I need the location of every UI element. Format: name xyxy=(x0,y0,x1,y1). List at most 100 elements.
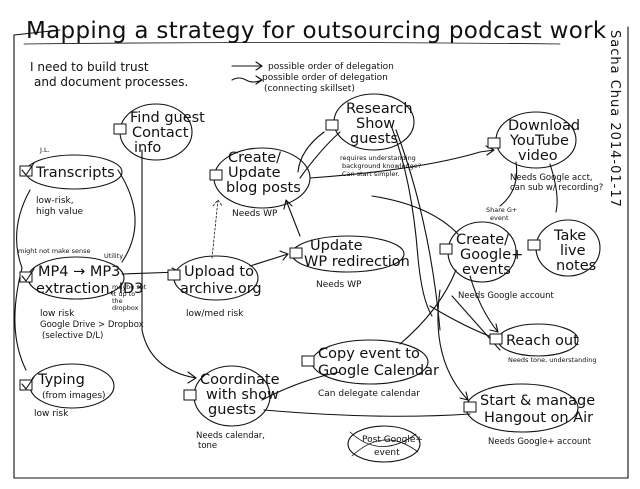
node-typing-label: Typing xyxy=(37,372,85,388)
node-take-notes-label-3: notes xyxy=(556,258,596,274)
node-typing-note: low risk xyxy=(34,409,69,419)
node-create-events-label-1: Create/ xyxy=(456,232,509,248)
node-download-note-2: can sub w/ recording? xyxy=(510,183,603,193)
arrow-transcripts-right xyxy=(117,169,136,263)
arrow-transcripts-mp4 xyxy=(16,189,31,269)
node-coordinate-label-2: with show xyxy=(206,387,279,403)
node-download-note-1: Needs Google acct, xyxy=(510,173,593,183)
node-transcripts-note-1: low-risk, xyxy=(36,196,74,206)
node-coordinate-label-3: guests xyxy=(208,402,256,418)
node-take-notes: Take live notes xyxy=(527,219,601,277)
node-copy-event-note: Can delegate calendar xyxy=(318,389,420,399)
node-copy-event: Copy event to Google Calendar Can delega… xyxy=(301,339,439,399)
node-upload-note: low/med risk xyxy=(186,309,244,319)
legend-wavy-sublabel: (connecting skillset) xyxy=(264,84,355,94)
arrow-upload-blog xyxy=(211,199,223,259)
node-find-guest-label-1: Find guest xyxy=(130,110,205,126)
arrow-download-events xyxy=(499,161,518,207)
arrow-blog-research xyxy=(299,131,341,179)
node-start-hangout-label-1: Start & manage xyxy=(480,393,595,409)
node-upload-label-2: archive.org xyxy=(180,281,262,297)
node-upload-checkbox xyxy=(167,269,181,281)
arrow-events-hangout xyxy=(437,289,469,401)
arrow-research-down xyxy=(391,127,433,317)
node-start-hangout-checkbox xyxy=(463,401,477,413)
node-mp4-note-2: Google Drive > Dropbox xyxy=(40,320,144,330)
node-post-google-label-1: Post Google+ xyxy=(362,435,423,445)
node-create-events-label-2: Google+ xyxy=(460,247,523,263)
node-post-google-label-2: event xyxy=(374,448,400,458)
node-transcripts-tag: J.L. xyxy=(39,146,50,154)
node-download-label-3: video xyxy=(518,148,558,164)
node-post-google: Post Google+ event xyxy=(347,425,423,463)
node-create-events-checkbox xyxy=(439,243,453,255)
node-mp4-note-1: low risk xyxy=(40,309,75,319)
node-start-hangout-note: Needs Google+ account xyxy=(488,437,592,447)
node-find-guest: Find guest Contact info xyxy=(113,103,205,161)
arrow-updatewp-blog xyxy=(283,199,301,237)
node-create-blog-checkbox xyxy=(209,169,223,181)
node-take-notes-label-2: live xyxy=(560,243,586,259)
node-create-events: Share G+ event Create/ Google+ events Ne… xyxy=(439,206,555,301)
node-mp4-note-3: (selective D/L) xyxy=(42,331,103,341)
node-coordinate: Coordinate with show guests Needs calend… xyxy=(183,365,280,451)
node-create-blog-note: Needs WP xyxy=(232,209,278,219)
node-create-blog-label-3: blog posts xyxy=(226,180,301,196)
node-download-label-1: Download xyxy=(508,118,580,134)
node-reach-out-label: Reach out xyxy=(506,333,579,349)
legend: possible order of delegation possible or… xyxy=(231,61,394,94)
node-update-wp-note: Needs WP xyxy=(316,280,362,290)
node-update-wp: Update WP redirection Needs WP xyxy=(289,235,410,290)
node-upload: Upload to archive.org low/med risk xyxy=(167,255,262,319)
node-research-note-2: background knowledge? xyxy=(342,162,421,170)
node-typing-sublabel: (from images) xyxy=(42,391,106,401)
page-frame xyxy=(13,26,629,479)
connectors xyxy=(14,127,558,417)
node-copy-event-label-2: Google Calendar xyxy=(318,363,439,379)
node-update-wp-label-2: WP redirection xyxy=(304,254,410,270)
arrow-findguest-coordinate xyxy=(141,149,197,384)
node-mp4-annot-side-4: dropbox xyxy=(112,304,139,312)
node-research-checkbox xyxy=(325,119,339,131)
node-mp4-checkbox xyxy=(19,271,33,283)
node-reach-out-checkbox xyxy=(489,333,503,345)
node-copy-event-checkbox xyxy=(301,355,315,367)
node-update-wp-checkbox xyxy=(289,247,303,259)
scribble-icon xyxy=(349,431,419,457)
node-transcripts-checkbox xyxy=(19,165,33,177)
node-coordinate-label-1: Coordinate xyxy=(200,372,280,388)
node-transcripts: J.L. Transcripts low-risk, high value xyxy=(19,146,123,217)
node-update-wp-label-1: Update xyxy=(310,238,363,254)
node-mp4-annot-top: might not make sense xyxy=(18,247,91,255)
node-take-notes-label-1: Take xyxy=(553,228,586,244)
page-title: Mapping a strategy for outsourcing podca… xyxy=(26,18,607,44)
node-research-note-3: Can start simpler. xyxy=(342,170,400,178)
intro-line-1: I need to build trust xyxy=(30,60,149,74)
node-coordinate-note-1: Needs calendar, xyxy=(196,431,265,441)
node-post-google-bubble xyxy=(347,425,421,463)
node-create-events-note: Needs Google account xyxy=(458,291,555,301)
arrow-download-notes xyxy=(549,163,558,213)
node-find-guest-label-3: info xyxy=(134,140,161,156)
node-create-blog: Create/ Update blog posts Needs WP xyxy=(209,147,311,219)
node-reach-out: Reach out Needs tone, understanding xyxy=(489,323,596,364)
node-typing: Typing (from images) low risk xyxy=(19,363,115,419)
author-date-label: Sacha Chua 2014-01-17 xyxy=(607,30,622,208)
page-frame-corner xyxy=(13,29,61,36)
node-coordinate-note-2: tone xyxy=(198,441,217,451)
node-typing-checkbox xyxy=(19,379,33,391)
node-download-checkbox xyxy=(487,137,501,149)
node-research-note-1: requires understanding xyxy=(340,154,416,162)
node-reach-out-note: Needs tone, understanding xyxy=(508,356,596,364)
arrow-blog-events xyxy=(371,195,459,235)
node-download-label-2: YouTube xyxy=(509,133,569,149)
node-create-blog-label-1: Create/ xyxy=(228,150,281,166)
node-find-guest-checkbox xyxy=(113,123,127,135)
arrow-research-blog xyxy=(297,131,325,173)
arrow-coordinate-hangout xyxy=(263,409,471,417)
node-start-hangout: Start & manage Hangout on Air Needs Goog… xyxy=(463,383,595,447)
checkmark-icon xyxy=(21,162,35,176)
legend-arrow-solid xyxy=(231,61,263,71)
node-mp4-annot-right: Utility xyxy=(104,252,123,260)
